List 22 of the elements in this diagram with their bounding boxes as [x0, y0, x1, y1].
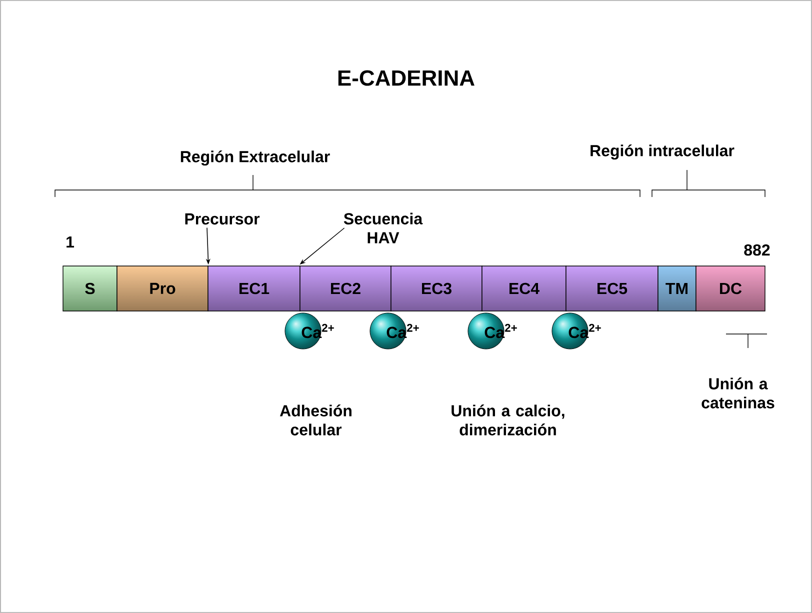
label: Adhesión celular — [280, 404, 352, 436]
annotation-text: Precursor — [185, 213, 260, 225]
node-label: 2+ — [406, 324, 419, 332]
domain-box: DC — [696, 266, 766, 312]
label: Región Extracelular — [180, 150, 330, 166]
residue-number: 882 — [744, 244, 770, 256]
domain-box: EC2 — [300, 266, 392, 312]
domain-box: EC3 — [390, 266, 482, 312]
annotation-text: Secuencia HAV — [344, 212, 423, 244]
node-label: 2+ — [504, 324, 517, 332]
domain-box: TM — [658, 266, 696, 312]
node-label: 2+ — [588, 324, 601, 332]
label: Región intracelular — [590, 144, 734, 160]
domain-box: Pro — [116, 266, 208, 312]
label: Unión a calcio, dimerización — [452, 404, 564, 436]
domain-box: EC1 — [208, 266, 300, 312]
domain-box: EC4 — [482, 266, 566, 312]
title: E-CADERINA — [338, 70, 474, 86]
label: Unión a cateninas — [702, 378, 774, 408]
node-label: 2+ — [322, 324, 334, 332]
domain-box: S — [62, 266, 118, 312]
residue-number: 1 — [66, 236, 74, 248]
